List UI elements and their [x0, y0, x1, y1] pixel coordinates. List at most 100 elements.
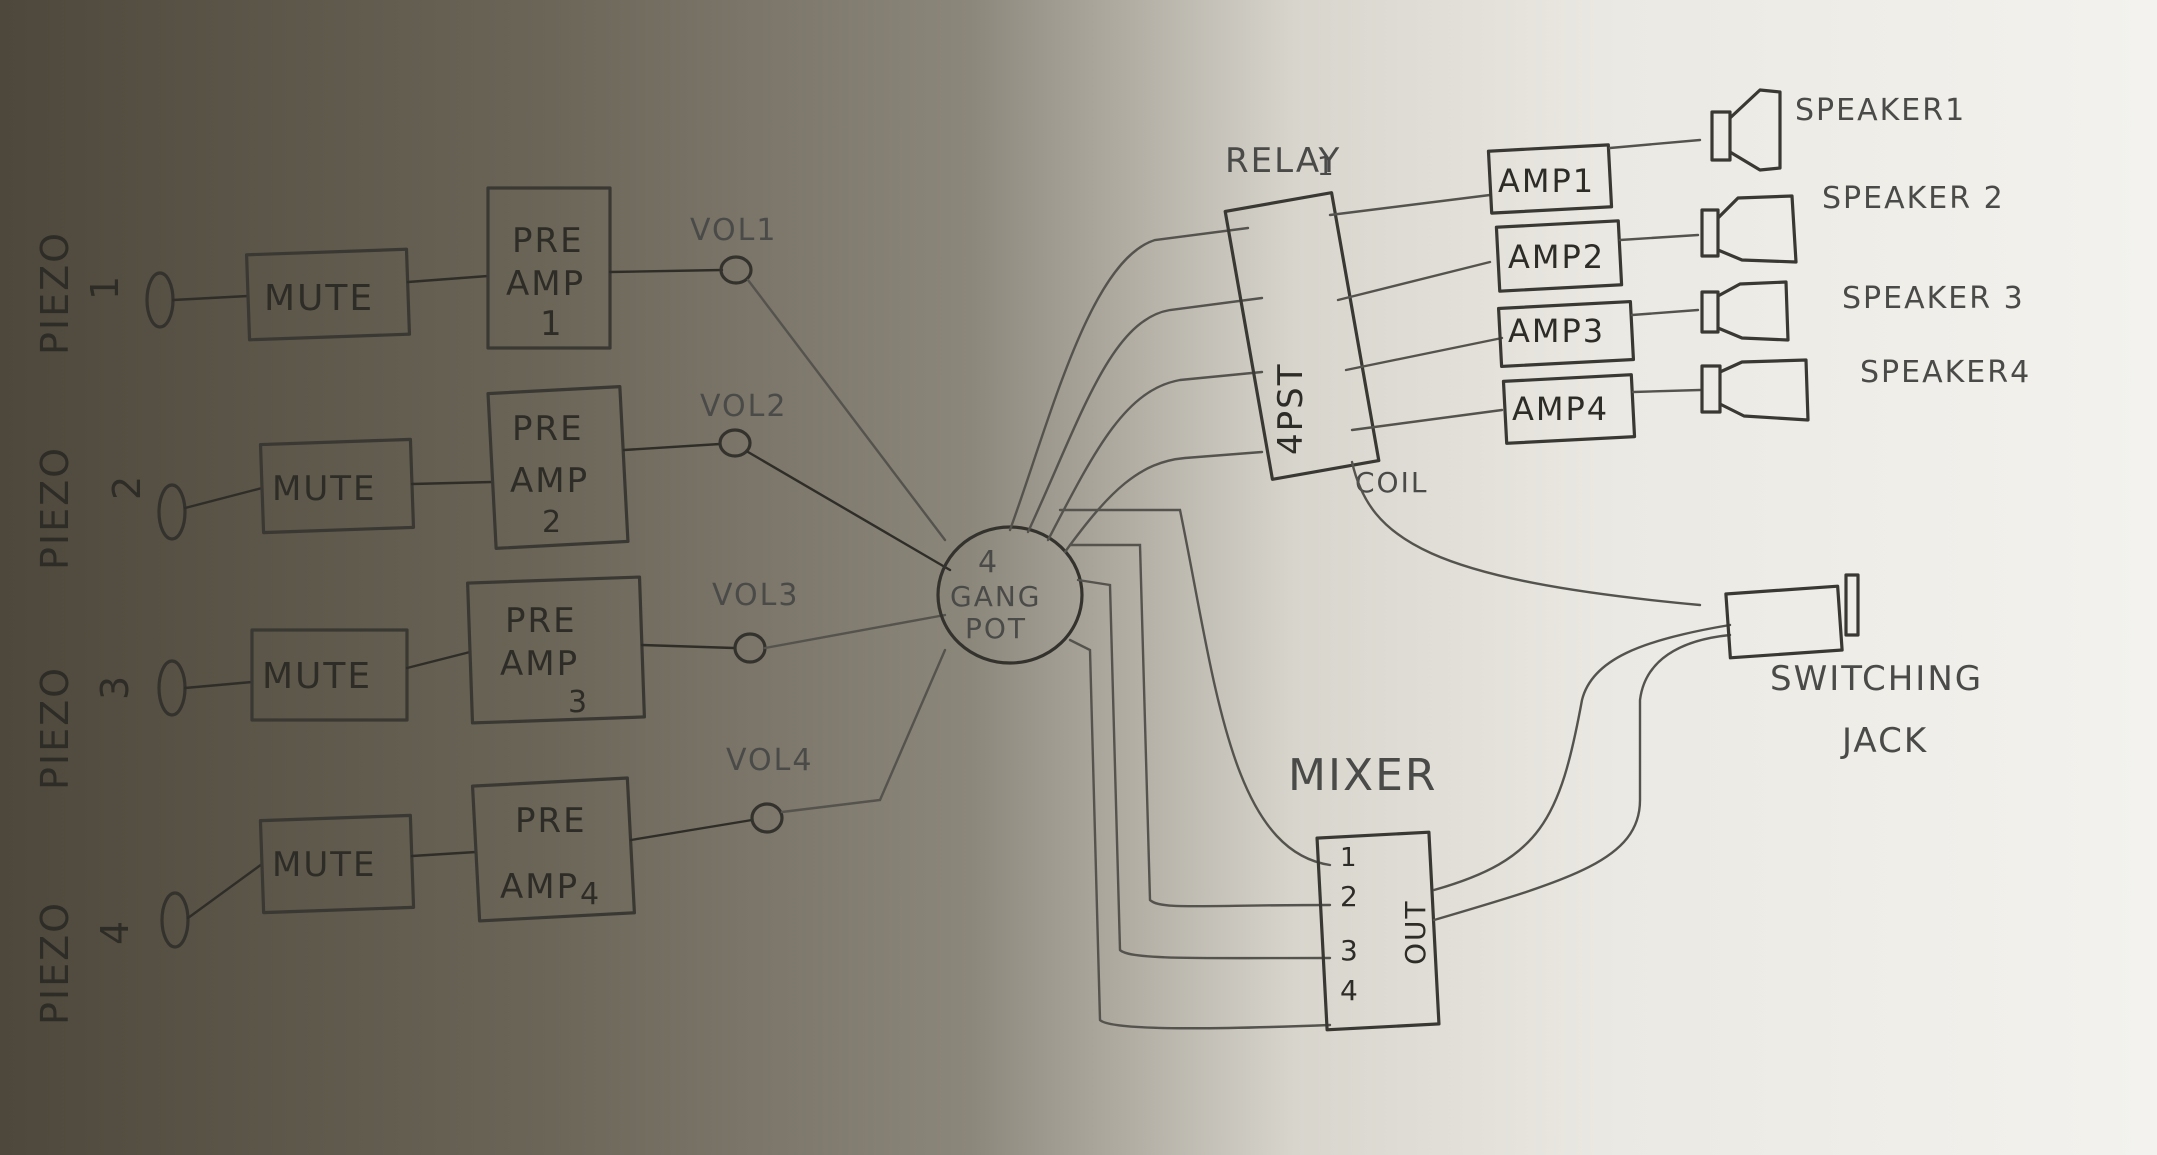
mixer-box: [1315, 830, 1441, 1032]
mixer-output-label: OUT: [1399, 899, 1432, 965]
speaker-label: SPEAKER 2: [1822, 181, 2005, 216]
mute-box: [244, 247, 412, 342]
pot-line1: 4: [978, 545, 999, 580]
preamp-line3: 1: [540, 304, 564, 344]
speaker-3: SPEAKER 3: [1700, 280, 2023, 342]
mute-box: [258, 813, 416, 915]
piezo-label: PIEZO: [33, 446, 77, 570]
preamp-box: [486, 186, 612, 350]
jack-line2: JACK: [1840, 721, 1928, 761]
jack-line1: SWITCHING: [1770, 659, 1983, 699]
channel-2: MUTE PRE AMP 2 VOL2: [183, 385, 787, 550]
piezo-icon: [157, 483, 187, 541]
volume-knob-icon: [718, 428, 752, 458]
piezo-2: PIEZO 2: [33, 446, 187, 570]
relay-box: [1223, 191, 1381, 481]
speaker-4: SPEAKER4: [1700, 355, 2031, 422]
piezo-1: PIEZO 1: [33, 231, 175, 355]
volume-knob-icon: [750, 802, 784, 834]
channel-3: MUTE PRE AMP 3 VOL3: [183, 575, 799, 725]
jack-icon: [1724, 584, 1844, 660]
jack-plug-icon: [1844, 573, 1860, 637]
preamp-box: [470, 776, 636, 923]
speaker-cone-icon: [1719, 358, 1810, 422]
amp-label: AMP4: [1512, 390, 1609, 428]
preamp-line1: PRE: [505, 601, 577, 641]
mixer: MIXER 1 2 3 4 OUT: [1288, 623, 1732, 1032]
preamp-line3: 2: [542, 505, 563, 540]
relay-type: 4PST: [1271, 363, 1311, 456]
piezo-label: PIEZO: [33, 231, 77, 355]
speaker-label: SPEAKER4: [1860, 355, 2031, 390]
amp-2: AMP2: [1494, 219, 1700, 293]
speaker-label: SPEAKER1: [1795, 93, 1966, 128]
piezo-number: 3: [93, 674, 137, 700]
amp-box: [1496, 299, 1636, 369]
speaker-icon: [1700, 208, 1720, 258]
speaker-icon: [1700, 290, 1720, 334]
mute-label: MUTE: [262, 656, 372, 697]
channel-1: MUTE PRE AMP 1 VOL1: [171, 186, 777, 350]
piezo-label: PIEZO: [33, 666, 77, 790]
piezo-4: PIEZO 4: [33, 891, 190, 1025]
vol-label: VOL2: [700, 389, 787, 424]
speaker-cone-icon: [1728, 88, 1782, 172]
amp-label: AMP1: [1498, 162, 1595, 200]
vol-label: VOL1: [690, 213, 777, 248]
piezo-number: 4: [93, 919, 137, 945]
speaker-cone-icon: [1716, 194, 1798, 264]
preamp-line2: AMP: [506, 264, 585, 304]
mute-label: MUTE: [272, 845, 376, 885]
mixer-input-3: 3: [1340, 934, 1360, 967]
piezo-number: 1: [83, 274, 127, 300]
amp-3: AMP3: [1496, 299, 1700, 369]
preamp-line1: PRE: [515, 801, 587, 841]
preamp-line1: PRE: [512, 221, 584, 261]
preamp-box: [486, 385, 630, 550]
piezo-label: PIEZO: [33, 901, 77, 1025]
relay-coil-label: COIL: [1355, 466, 1428, 499]
piezo-number: 2: [105, 474, 149, 500]
pot-to-relay-wires: [1008, 226, 1264, 554]
mixer-input-1: 1: [1340, 843, 1359, 873]
pot-line3: POT: [965, 612, 1027, 645]
amp-4: AMP4: [1501, 373, 1702, 445]
speaker-cone-icon: [1717, 280, 1790, 342]
amp-label: AMP2: [1508, 238, 1605, 276]
channel-4: MUTE PRE AMP 4 VOL4: [186, 743, 813, 923]
amp-label: AMP3: [1508, 312, 1605, 350]
pot-line2: GANG: [950, 580, 1042, 613]
relay: RELAY 1 4PST COIL: [1223, 141, 1702, 607]
piezo-3: PIEZO 3: [33, 659, 187, 790]
speaker-icon: [1710, 110, 1732, 162]
switching-jack: SWITCHING JACK: [1724, 573, 1983, 761]
pot-to-mixer-wires: [1058, 508, 1332, 1030]
mute-label: MUTE: [272, 469, 376, 509]
preamp-line1: PRE: [512, 409, 584, 449]
four-gang-pot: 4 GANG POT: [936, 525, 1084, 665]
preamp-line2: AMP: [510, 461, 589, 501]
preamp-box: [466, 575, 646, 725]
mute-box: [250, 628, 409, 722]
relay-number: 1: [1317, 152, 1336, 182]
relay-title: RELAY: [1225, 141, 1341, 181]
vol-label: VOL3: [712, 578, 799, 613]
amp-box: [1494, 219, 1624, 293]
mixer-title: MIXER: [1288, 750, 1437, 801]
preamp-line3: 3: [568, 685, 589, 720]
vol-to-pot-wires: [746, 278, 952, 814]
mixer-input-4: 4: [1340, 974, 1360, 1007]
vol-label: VOL4: [726, 743, 813, 778]
volume-knob-icon: [719, 255, 753, 285]
amp-box: [1486, 143, 1614, 215]
amp-1: AMP1: [1486, 138, 1702, 215]
mute-label: MUTE: [264, 278, 374, 319]
mixer-input-2: 2: [1340, 880, 1360, 913]
preamp-line2: AMP: [500, 867, 579, 907]
relay-to-amp-wires: [1328, 193, 1504, 432]
piezo-icon: [160, 891, 190, 949]
preamp-line3: 4: [580, 877, 601, 912]
preamp-line2: AMP: [500, 644, 579, 684]
